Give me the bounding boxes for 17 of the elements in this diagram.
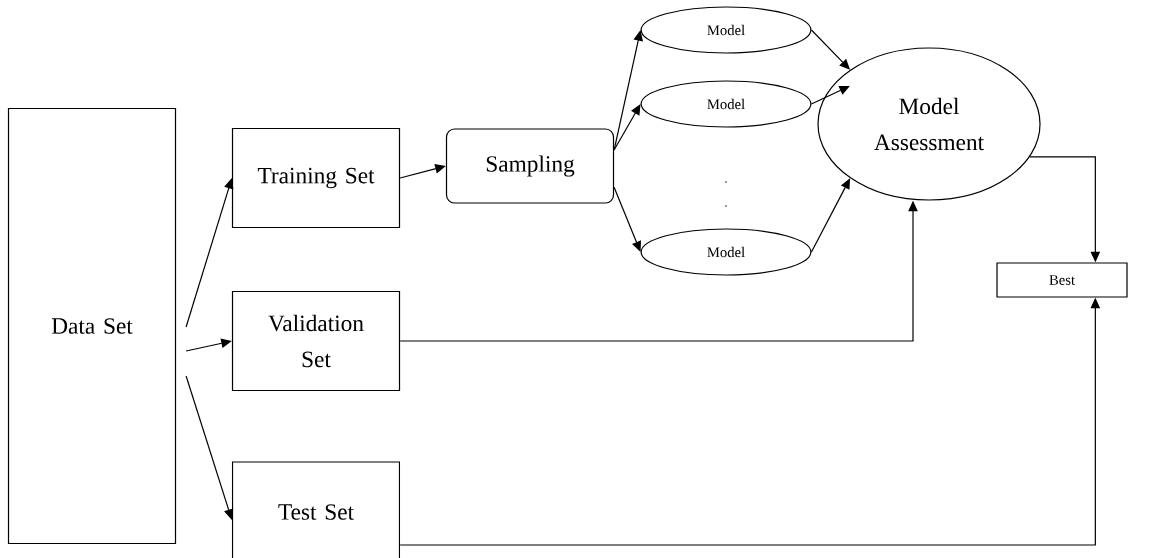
process-box: Best <box>996 262 1128 298</box>
process-box: Sampling <box>445 128 615 204</box>
arrow <box>613 30 643 151</box>
arrow <box>399 164 446 179</box>
process-box: Training Set <box>231 127 401 229</box>
ellipse-node: Model <box>640 6 812 54</box>
arrow <box>613 104 641 151</box>
process-box: Data Set <box>7 107 177 545</box>
process-box: Validation Set <box>231 290 401 392</box>
arrow <box>185 178 234 328</box>
arrow <box>185 375 234 520</box>
arrow <box>185 338 232 352</box>
process-box: Test Set <box>231 461 401 558</box>
ellipse-node: Model <box>640 80 812 128</box>
ellipse-node: Model Assessment <box>817 47 1041 201</box>
arrow <box>613 186 641 252</box>
ellipse-node: Model <box>640 228 812 276</box>
